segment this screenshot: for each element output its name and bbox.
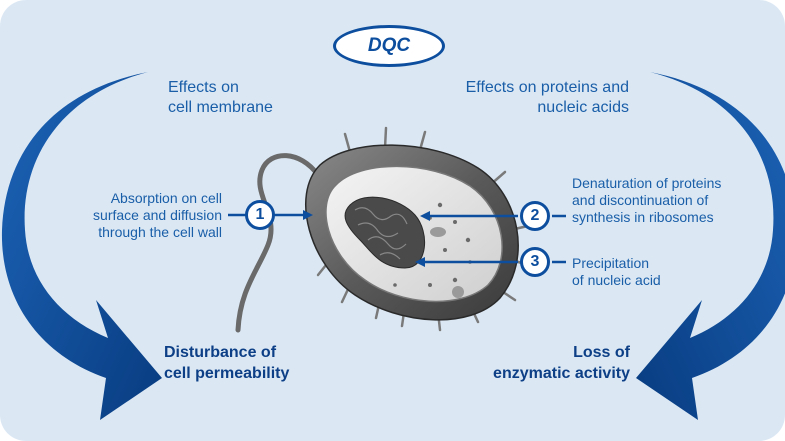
right-result-line-1: Loss of	[573, 344, 630, 361]
absorption-label: Absorption on cell surface and diffusion…	[93, 190, 222, 241]
precipitation-line-2: of nucleic acid	[572, 272, 661, 288]
denaturation-label: Denaturation of proteins and discontinua…	[572, 175, 721, 226]
title-oval: DQC	[333, 25, 445, 67]
right-heading-line-2: nucleic acids	[537, 99, 629, 116]
left-heading-line-2: cell membrane	[168, 99, 273, 116]
absorption-line-1: Absorption on cell	[110, 190, 222, 206]
precipitation-line-1: Precipitation	[572, 255, 650, 271]
denaturation-line-1: Denaturation of proteins	[572, 175, 722, 191]
denaturation-line-3: synthesis in ribosomes	[572, 209, 714, 225]
left-result-line-2: cell permeability	[164, 365, 290, 382]
absorption-line-3: through the cell wall	[98, 224, 222, 240]
bacterial-cell	[305, 144, 519, 321]
absorption-line-2: surface and diffusion	[93, 207, 222, 223]
left-heading-line-1: Effects on	[168, 79, 239, 96]
left-result-line-1: Disturbance of	[164, 344, 277, 361]
precipitation-label: Precipitation of nucleic acid	[572, 255, 661, 289]
right-heading-line-1: Effects on proteins and	[465, 79, 629, 96]
marker-1: 1	[245, 200, 275, 230]
marker-2: 2	[520, 201, 550, 231]
denaturation-line-2: and discontinuation of	[572, 192, 709, 208]
left-curved-arrow	[1, 72, 163, 420]
right-heading: Effects on proteins and nucleic acids	[466, 78, 629, 118]
right-curved-arrow	[636, 72, 785, 420]
flagellum	[235, 153, 321, 333]
left-heading: Effects on cell membrane	[168, 78, 273, 118]
right-result: Loss of enzymatic activity	[493, 342, 630, 384]
marker-3: 3	[520, 247, 550, 277]
left-result: Disturbance of cell permeability	[164, 342, 289, 384]
diagram-title: DQC	[367, 35, 411, 56]
right-result-line-2: enzymatic activity	[493, 365, 630, 382]
